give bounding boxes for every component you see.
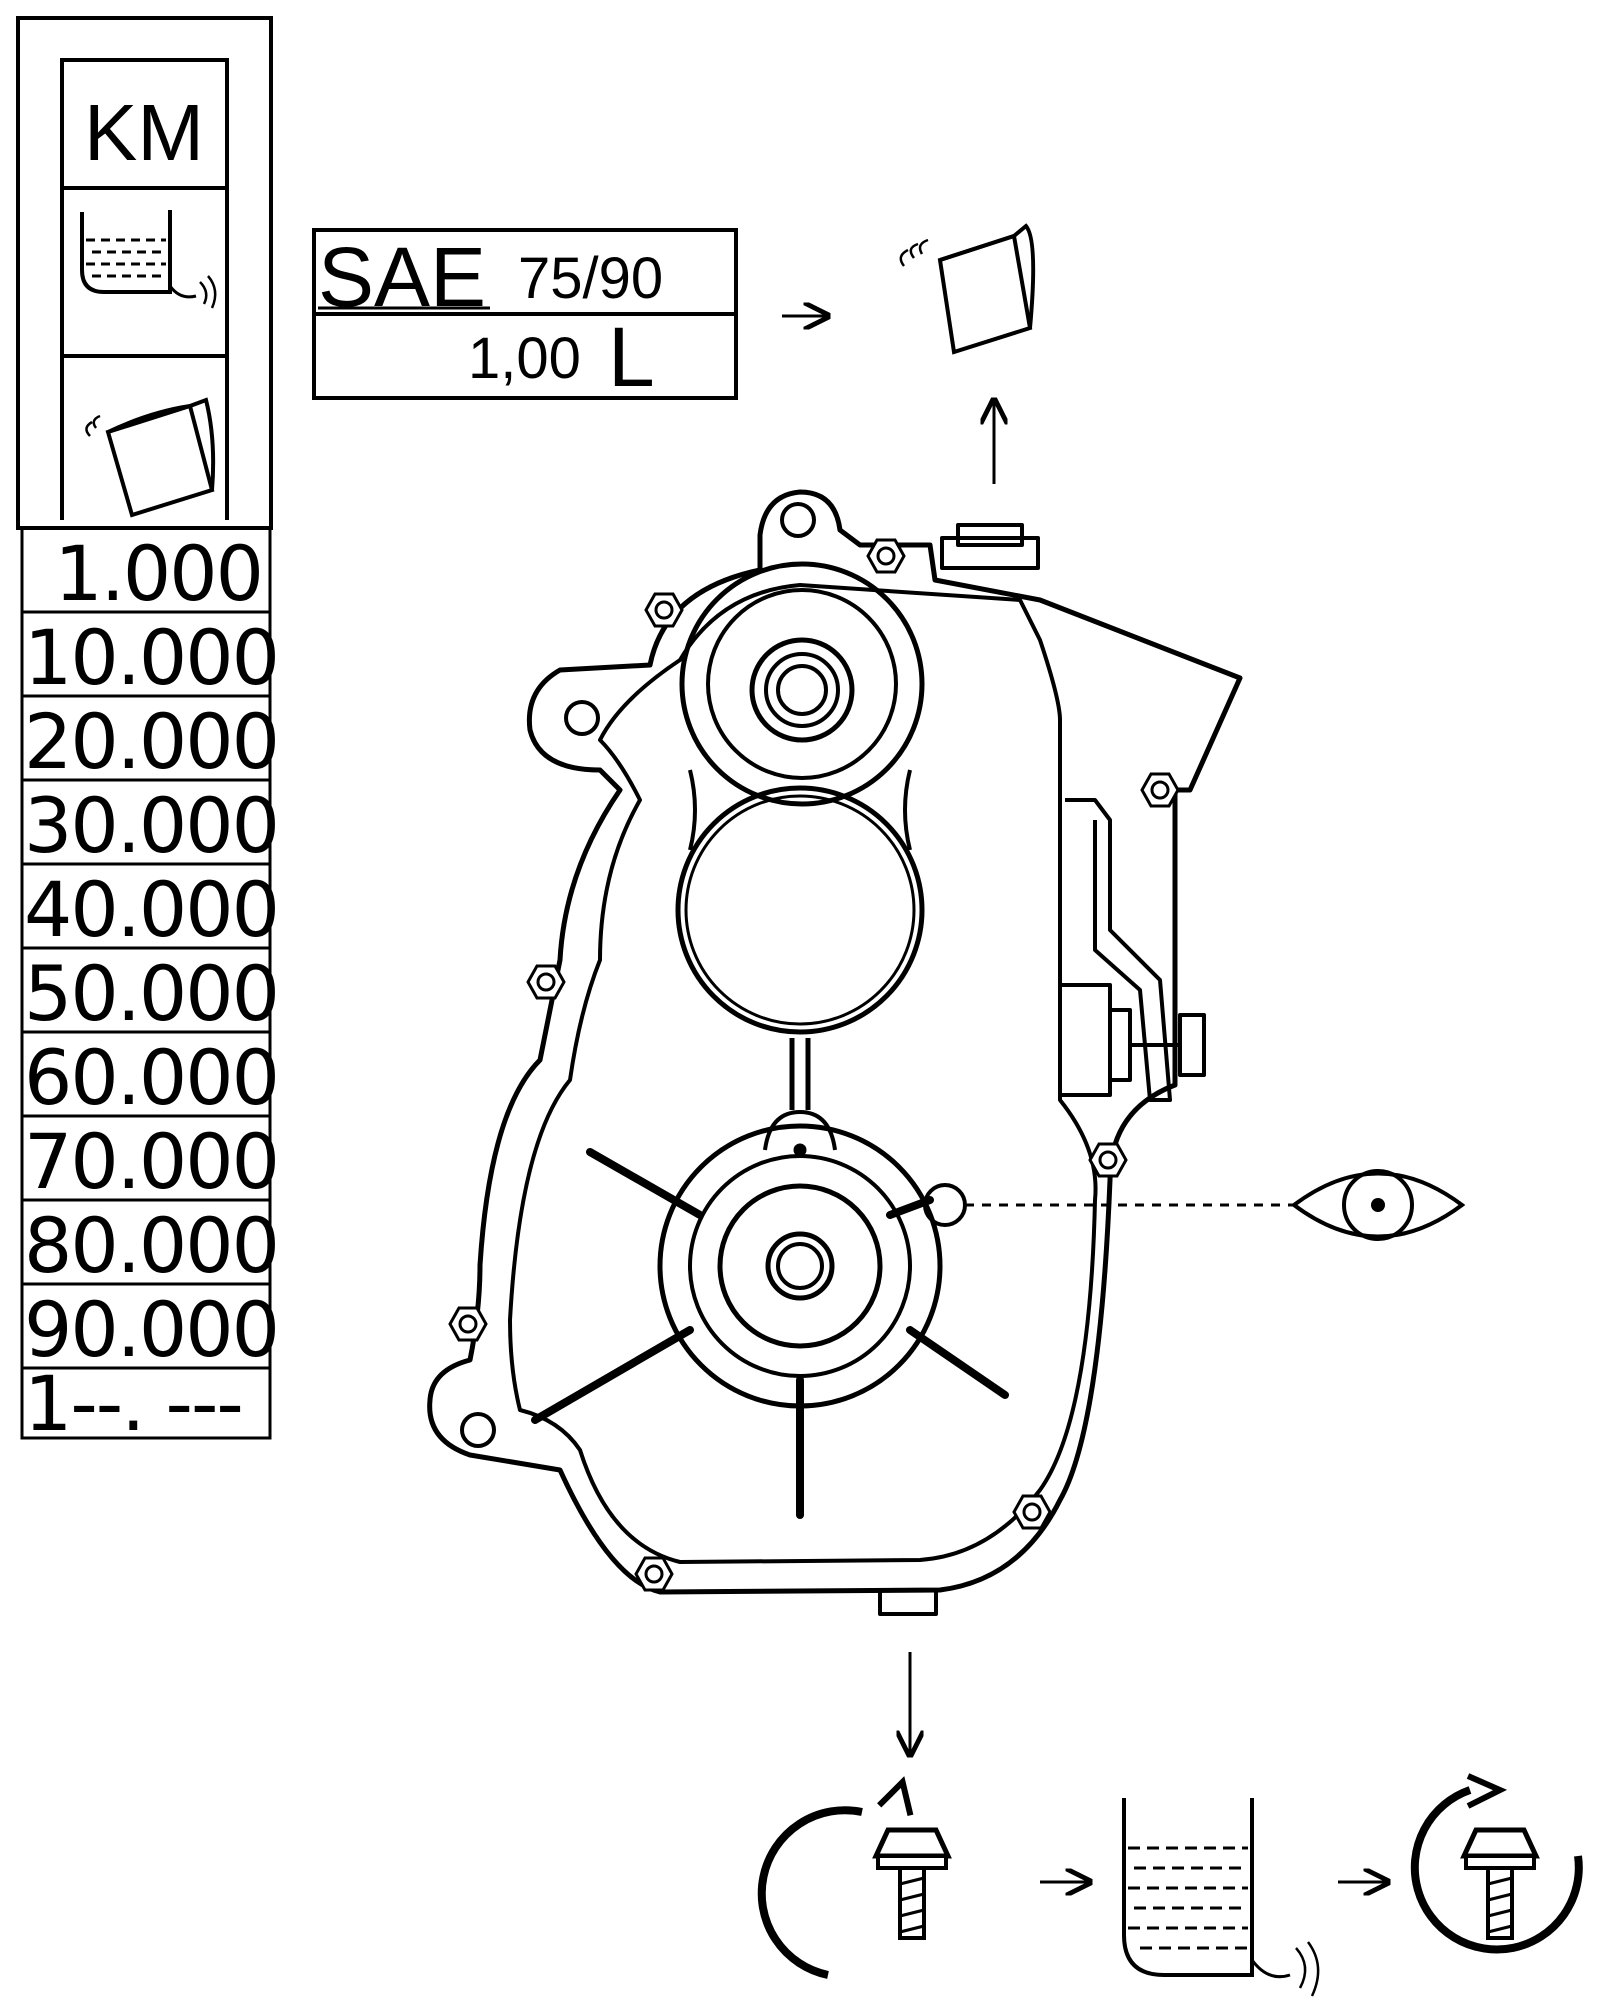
interval-row-6: 50.000 (24, 949, 278, 1038)
interval-row-2: 10.000 (24, 613, 278, 702)
interval-list: 1.000 10.000 20.000 30.000 40.000 50.000… (20, 526, 280, 1448)
interval-row-7: 60.000 (24, 1033, 278, 1122)
oil-capacity-unit: L (608, 310, 655, 404)
oil-spec-box: SAE 75/90 1,00 L (312, 228, 738, 404)
maintenance-interval-table: KM (16, 16, 280, 1448)
case-bolts (448, 538, 1180, 1592)
interval-row-9: 80.000 (24, 1201, 278, 1290)
unscrew-bolt-icon (757, 1776, 952, 1979)
oil-grade-value: 75/90 (518, 246, 663, 311)
interval-row-8: 70.000 (24, 1117, 278, 1206)
oil-drain-pan-icon (80, 210, 217, 309)
gearbox-case-drawing (427, 489, 1243, 1616)
oil-grade-prefix: SAE (318, 230, 486, 324)
interval-row-5: 40.000 (24, 865, 278, 954)
interval-row-1: 1.000 (54, 529, 262, 618)
oil-can-fill-icon (899, 223, 1036, 355)
tighten-bolt-icon (1410, 1773, 1583, 1954)
interval-row-10: 90.000 (24, 1285, 278, 1374)
interval-row-11: 1--. --- (24, 1359, 242, 1448)
interval-row-3: 20.000 (24, 697, 278, 786)
interval-row-4: 30.000 (24, 781, 278, 870)
table-header-km: KM (84, 88, 204, 177)
oil-can-icon (85, 397, 216, 518)
drain-pan-bottom-icon (1122, 1798, 1320, 1997)
eye-icon (1290, 1169, 1466, 1241)
oil-capacity-value: 1,00 (468, 326, 581, 391)
